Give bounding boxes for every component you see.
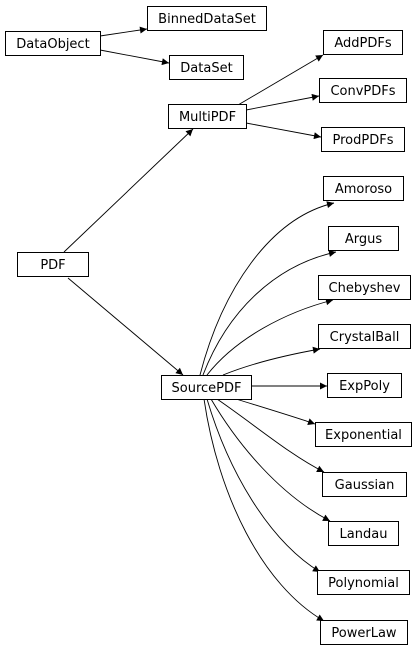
node-exppoly[interactable]: ExpPoly [327, 373, 402, 398]
edge-multipdf-convpdfs [245, 93, 320, 111]
edge-sourcepdf-crystalball [222, 346, 321, 376]
edge-sourcepdf-argus [202, 250, 337, 376]
node-landau[interactable]: Landau [328, 521, 399, 546]
edge-sourcepdf-amoroso [199, 201, 335, 376]
edge-sourcepdf-chebyshev [206, 298, 334, 376]
edge-sourcepdf-landau [210, 398, 331, 522]
node-prodpdfs-label: ProdPDFs [333, 133, 394, 148]
node-gaussian[interactable]: Gaussian [322, 472, 407, 497]
node-sourcepdf-label: SourcePDF [172, 381, 242, 396]
node-argus-label: Argus [345, 232, 383, 247]
node-polynomial-label: Polynomial [328, 576, 399, 591]
edge-sourcepdf-polynomial [206, 398, 321, 573]
node-multipdf[interactable]: MultiPDF [168, 104, 247, 129]
node-addpdfs-label: AddPDFs [334, 36, 391, 51]
edge-sourcepdf-exponential [235, 398, 316, 425]
edge-multipdf-prodpdfs [245, 122, 322, 140]
node-powerlaw-label: PowerLaw [331, 626, 397, 641]
node-addpdfs[interactable]: AddPDFs [323, 30, 403, 55]
node-powerlaw[interactable]: PowerLaw [320, 620, 408, 645]
node-exppoly-label: ExpPoly [339, 379, 390, 394]
node-exponential[interactable]: Exponential [315, 422, 412, 447]
node-landau-label: Landau [340, 527, 388, 542]
edge-sourcepdf-gaussian [216, 398, 325, 473]
node-argus[interactable]: Argus [328, 226, 399, 251]
node-crystalball[interactable]: CrystalBall [318, 324, 411, 349]
node-chebyshev[interactable]: Chebyshev [318, 275, 411, 300]
node-crystalball-label: CrystalBall [330, 330, 400, 345]
node-sourcepdf[interactable]: SourcePDF [161, 375, 252, 400]
edge-dataobject-binneddataset [99, 26, 148, 37]
node-chebyshev-label: Chebyshev [329, 281, 401, 296]
node-exponential-label: Exponential [325, 428, 402, 443]
node-convpdfs-label: ConvPDFs [330, 84, 395, 99]
node-dataset[interactable]: DataSet [169, 55, 244, 80]
node-prodpdfs[interactable]: ProdPDFs [321, 127, 405, 152]
edge-multipdf-addpdfs [237, 54, 324, 106]
edge-pdf-sourcepdf [67, 277, 184, 376]
node-polynomial[interactable]: Polynomial [317, 570, 410, 595]
node-dataobject[interactable]: DataObject [5, 31, 101, 56]
node-amoroso[interactable]: Amoroso [323, 176, 404, 201]
node-dataobject-label: DataObject [16, 37, 89, 52]
node-dataset-label: DataSet [180, 61, 232, 76]
edge-pdf-multipdf [63, 128, 194, 253]
node-pdf-label: PDF [40, 258, 65, 273]
node-convpdfs[interactable]: ConvPDFs [319, 78, 407, 103]
node-binneddataset-label: BinnedDataSet [158, 12, 256, 27]
node-multipdf-label: MultiPDF [179, 110, 236, 125]
node-gaussian-label: Gaussian [335, 478, 395, 493]
node-binneddataset[interactable]: BinnedDataSet [147, 6, 267, 31]
edge-dataobject-dataset [99, 49, 170, 66]
nodes-layer: DataObject BinnedDataSet DataSet MultiPD… [5, 6, 412, 645]
edge-sourcepdf-powerlaw [203, 398, 325, 622]
node-pdf[interactable]: PDF [17, 252, 89, 277]
node-amoroso-label: Amoroso [335, 182, 392, 197]
edges-layer [63, 26, 337, 622]
